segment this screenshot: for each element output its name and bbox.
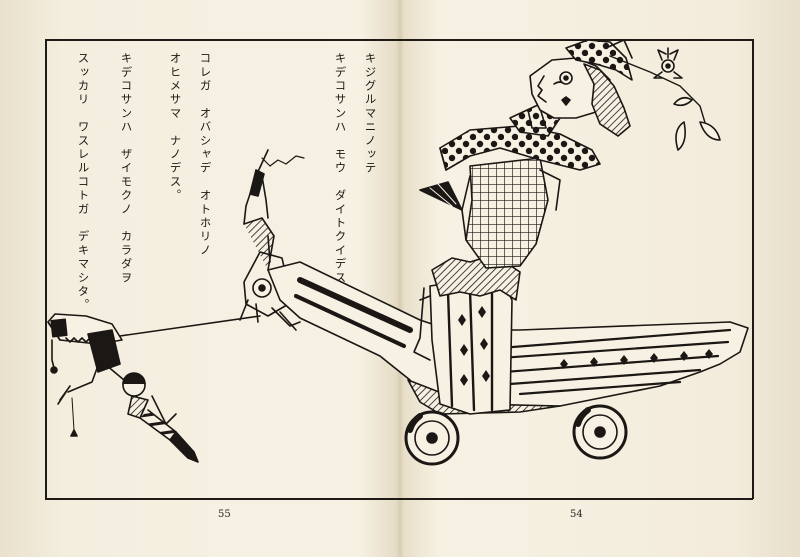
left-side-rule bbox=[45, 39, 47, 499]
marionette-puppet bbox=[47, 313, 199, 463]
cart-wheels bbox=[404, 404, 628, 466]
left-page: キジグルマニノッテ キデコサンハ モウ ダイトクイデス。 コレガ オバシャデ オ… bbox=[45, 39, 400, 520]
right-bottom-rule bbox=[400, 498, 753, 500]
verse-line-2: キデコサンハ モウ ダイトクイデス。 bbox=[333, 52, 348, 299]
left-top-rule bbox=[45, 39, 400, 41]
pull-rope bbox=[112, 315, 261, 338]
right-side-rule bbox=[752, 39, 754, 499]
verse-line-6: スッカリ ワスレルコトガ デキマシタ。 bbox=[76, 52, 91, 313]
right-page: 54 bbox=[400, 0, 800, 557]
page-number-left: 55 bbox=[218, 509, 231, 520]
page-number-right: 54 bbox=[570, 509, 583, 520]
left-bottom-rule bbox=[45, 498, 400, 500]
right-top-rule bbox=[400, 39, 753, 41]
verse-line-5: キデコサンハ ザイモクノ カラダヲ bbox=[119, 52, 134, 285]
seated-princess bbox=[413, 39, 721, 415]
verse-line-1: キジグルマニノッテ bbox=[363, 52, 378, 176]
verse-line-3: コレガ オバシャデ オトホリノ bbox=[198, 52, 213, 258]
verse-line-4: オヒメサマ ナノデス。 bbox=[168, 52, 183, 203]
